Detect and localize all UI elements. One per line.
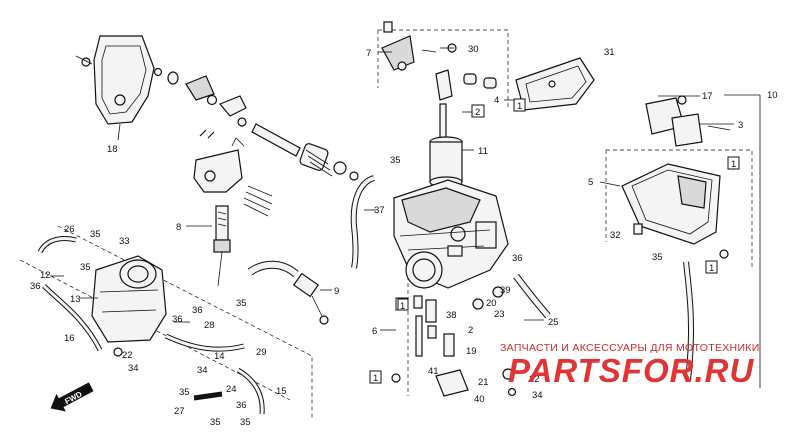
drain-hose	[513, 273, 551, 319]
intake-manifold	[91, 255, 167, 357]
choke-lever-bracket	[193, 137, 245, 193]
reference-box: 1	[705, 260, 718, 274]
callout-11: 11	[478, 146, 488, 157]
callout-23: 23	[494, 309, 505, 320]
callout-27: 27	[174, 406, 185, 417]
callout-35-c: 35	[652, 252, 663, 263]
reference-box: 1	[513, 98, 526, 112]
diaphragm-cover	[515, 57, 595, 111]
callout-38: 38	[446, 310, 457, 321]
callout-33: 33	[119, 236, 130, 247]
callout-13: 13	[70, 294, 81, 305]
forward-arrow: FWD	[50, 382, 94, 412]
watermark: ЗАПЧАСТИ И АКСЕССУАРЫ ДЛЯ МОТОТЕХНИКИ PA…	[500, 342, 760, 389]
callout-3: 3	[738, 120, 743, 131]
callout-36-c: 36	[192, 305, 203, 316]
float-chamber	[621, 163, 729, 259]
reference-box: 2	[471, 104, 485, 118]
callout-9: 9	[334, 286, 339, 297]
manifold-hoses	[37, 236, 265, 415]
callout-37: 37	[374, 205, 385, 216]
reference-box: 1	[727, 156, 740, 170]
callout-26: 26	[64, 224, 75, 235]
callout-34-b: 34	[197, 365, 208, 376]
carburetor-top-cover	[93, 35, 155, 141]
callout-bottom-box: 1	[373, 373, 378, 384]
callout-22: 22	[122, 350, 133, 361]
throttle-shaft-assembly	[199, 123, 359, 181]
small-screws-top	[75, 55, 247, 127]
callout-36: 36	[512, 253, 523, 264]
callout-30: 30	[468, 44, 479, 55]
callout-40: 40	[474, 394, 485, 405]
callout-35: 35	[390, 155, 401, 166]
leader-lines	[50, 47, 760, 331]
callout-15: 15	[276, 386, 287, 397]
callout-35-e: 35	[236, 298, 247, 309]
callout-18: 18	[107, 144, 118, 155]
callout-35-f: 35	[179, 387, 190, 398]
slide-piston	[429, 136, 463, 188]
callout-4-box: 1	[517, 101, 522, 112]
callout-2: 2	[468, 325, 473, 336]
callout-35-d: 35	[80, 262, 91, 273]
callout-19: 19	[466, 346, 477, 357]
callout-4: 4	[494, 95, 499, 106]
callout-35-box: 1	[709, 263, 714, 274]
callout-36-e: 36	[236, 400, 247, 411]
watermark-subtitle: ЗАПЧАСТИ И АКСЕССУАРЫ ДЛЯ МОТОТЕХНИКИ	[500, 342, 760, 354]
callout-36-b: 36	[30, 281, 41, 292]
callout-17: 17	[702, 91, 713, 102]
callout-39: 39	[500, 285, 511, 296]
callout-numbers: 18 7 30 4 31 10 17 3 11 35 5 37 8 32 26 …	[30, 44, 778, 428]
callout-32: 32	[610, 230, 621, 241]
callout-5-box: 1	[731, 159, 736, 170]
reference-box: 1	[369, 370, 382, 384]
callout-6: 6	[372, 326, 377, 337]
callout-5: 5	[588, 177, 593, 188]
callout-22-b: 22	[529, 374, 540, 385]
callout-20: 20	[486, 298, 497, 309]
choke-spring	[243, 185, 273, 217]
callout-29: 29	[256, 347, 267, 358]
callout-2-box: 2	[475, 107, 480, 118]
callout-41: 41	[428, 366, 439, 377]
vent-hose	[350, 175, 376, 269]
top-center-parts	[381, 21, 497, 149]
callout-14: 14	[214, 351, 225, 362]
callout-10: 10	[767, 90, 778, 101]
callout-34-c: 34	[532, 390, 543, 401]
callout-jet-box: 1	[400, 301, 405, 312]
callout-35-h: 35	[240, 417, 251, 428]
choke-plunger	[213, 205, 231, 287]
callout-36-d: 36	[172, 314, 183, 325]
callout-21: 21	[478, 377, 489, 388]
callout-35-b: 35	[90, 229, 101, 240]
callout-8: 8	[176, 222, 181, 233]
overflow-hose	[683, 261, 695, 381]
callout-7: 7	[366, 48, 371, 59]
carburetor-body	[393, 179, 509, 289]
callout-34: 34	[128, 363, 139, 374]
callout-16: 16	[64, 333, 75, 344]
float-assembly	[645, 95, 731, 147]
callout-28: 28	[204, 320, 215, 331]
reference-box: 1	[397, 298, 409, 312]
callout-24: 24	[226, 384, 237, 395]
intake-pipe	[247, 260, 329, 325]
jet-stack	[391, 286, 517, 397]
watermark-brand: PARTSFOR.RU	[508, 352, 754, 389]
callout-12: 12	[40, 270, 51, 281]
callout-31: 31	[604, 47, 615, 58]
callout-35-g: 35	[210, 417, 221, 428]
callout-25: 25	[548, 317, 559, 328]
